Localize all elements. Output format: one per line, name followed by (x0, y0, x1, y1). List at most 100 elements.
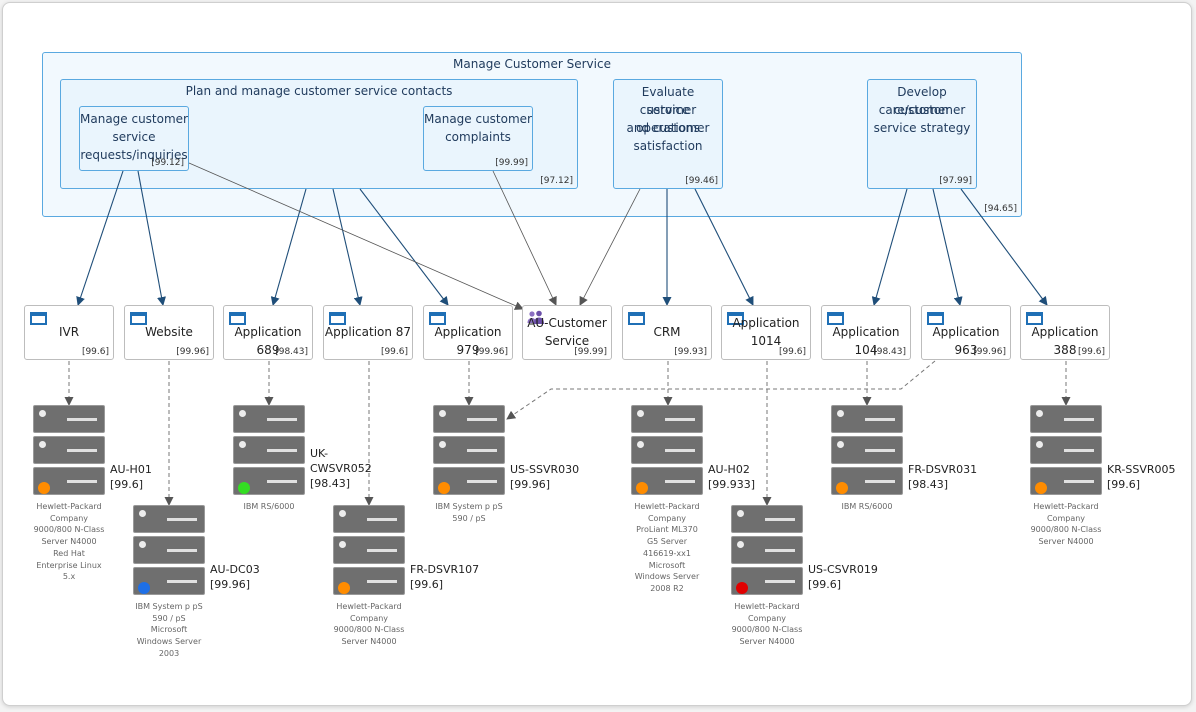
server-description-line: Windows Server (136, 637, 202, 647)
server-description-line: 9000/800 N-Class (1030, 525, 1102, 535)
capability-requests[interactable]: Manage customer service requests/inquiri… (79, 106, 189, 171)
application-score: [99.6] (778, 347, 806, 357)
application-node[interactable]: CRM[99.93] (622, 305, 712, 360)
application-window-icon (30, 312, 47, 325)
server-rack-unit (433, 436, 505, 464)
server-name-line: US-SSVR030 (510, 463, 580, 476)
server-node[interactable] (831, 405, 903, 495)
status-indicator-icon (836, 482, 848, 494)
server-description-line: Microsoft (150, 625, 188, 635)
server-description-line: Server N4000 (739, 637, 795, 647)
server-slot-icon (267, 480, 297, 483)
application-node[interactable]: Application 963[99.96] (921, 305, 1011, 360)
server-name-line: [99.6] (1107, 478, 1141, 491)
application-label: Application 388 (1031, 325, 1099, 357)
server-node[interactable] (133, 505, 205, 595)
server-slot-icon (665, 449, 695, 452)
server-slot-icon (665, 418, 695, 421)
application-node[interactable]: Website[99.96] (124, 305, 214, 360)
capability-complaints[interactable]: Manage customer complaints [99.99] (423, 106, 533, 171)
application-label-line2: Service (544, 334, 590, 348)
server-slot-icon (167, 549, 197, 552)
server-led-icon (139, 541, 146, 548)
server-name-line: AU-H02 (708, 463, 750, 476)
application-label: Website (145, 325, 193, 339)
server-rack-unit (233, 467, 305, 495)
server-name: US-CSVR019[99.6] (808, 562, 878, 592)
server-led-icon (339, 510, 346, 517)
server-node[interactable] (233, 405, 305, 495)
server-rack-unit (133, 536, 205, 564)
server-description: IBM RS/6000 (817, 501, 917, 513)
capability-evaluate[interactable]: Evaluate customer service operations and… (613, 79, 723, 189)
status-indicator-icon (338, 582, 350, 594)
server-led-icon (39, 410, 46, 417)
server-description-line: IBM RS/6000 (841, 502, 893, 511)
server-description-line: Hewlett-Packard (336, 602, 402, 611)
capability-develop-strategy[interactable]: Develop customer care/customer service s… (867, 79, 977, 189)
server-name-line: FR-DSVR031 (908, 463, 978, 476)
server-description-line: Enterprise Linux (36, 560, 102, 570)
application-node[interactable]: Application 104[98.43] (821, 305, 911, 360)
server-slot-icon (367, 580, 397, 583)
application-label: CRM (653, 325, 681, 339)
server-rack-unit (233, 405, 305, 433)
server-rack-unit (433, 405, 505, 433)
capability-score: [94.65] (984, 204, 1017, 214)
connector-layer (64, 162, 1071, 506)
server-name-line: [98.43] (908, 478, 949, 491)
status-indicator-icon (636, 482, 648, 494)
status-indicator-icon (438, 482, 450, 494)
capability-title: Manage Customer Service (453, 57, 611, 71)
server-description: IBM RS/6000 (219, 501, 319, 513)
application-window-icon (130, 312, 147, 325)
server-node[interactable] (433, 405, 505, 495)
application-node[interactable]: Application 689[98.43] (223, 305, 313, 360)
application-score: [98.43] (275, 347, 308, 357)
server-description-line: 416619-xx1 (643, 548, 691, 558)
link-complaints-au-customer (492, 170, 557, 306)
application-label: Application 104 (832, 325, 900, 357)
application-label: Application (732, 316, 800, 330)
server-rack-unit (33, 467, 105, 495)
server-slot-icon (865, 480, 895, 483)
capability-title-line: requests/inquiries (80, 148, 188, 162)
server-led-icon (637, 441, 644, 448)
server-name-line: AU-DC03 (210, 563, 260, 576)
server-rack-unit (33, 405, 105, 433)
server-led-icon (637, 410, 644, 417)
server-description-line: 9000/800 N-Class (731, 625, 803, 635)
server-description-line: Hewlett-Packard (1033, 502, 1099, 511)
application-node[interactable]: IVR[99.6] (24, 305, 114, 360)
server-node[interactable] (333, 505, 405, 595)
server-description-line: 9000/800 N-Class (33, 525, 105, 535)
server-name: FR-DSVR031 [98.43] (908, 462, 977, 492)
server-node[interactable] (731, 505, 803, 595)
server-description-line: Company (647, 513, 687, 523)
application-window-icon (727, 312, 744, 325)
server-description-line: Hewlett-Packard (734, 602, 800, 611)
server-slot-icon (467, 449, 497, 452)
application-label: Application 979 (434, 325, 502, 357)
server-name-line: [99.6] (110, 478, 144, 491)
server-slot-icon (267, 449, 297, 452)
application-score: [99.6] (380, 347, 408, 357)
server-node[interactable] (1030, 405, 1102, 495)
server-description-line: G5 Server (646, 537, 688, 547)
server-node[interactable] (631, 405, 703, 495)
application-window-icon (1026, 312, 1043, 325)
server-description-line: Hewlett-Packard (634, 502, 700, 511)
server-led-icon (1036, 410, 1043, 417)
capability-score: [97.12] (540, 176, 573, 186)
application-node[interactable]: Application 87[99.6] (323, 305, 413, 360)
server-name-line: KR-SSVR005 (1107, 463, 1176, 476)
application-node[interactable]: Application 388[99.6] (1020, 305, 1110, 360)
application-node[interactable]: Application 979[99.96] (423, 305, 513, 360)
server-node[interactable] (33, 405, 105, 495)
server-description-line: Red Hat (53, 548, 85, 558)
